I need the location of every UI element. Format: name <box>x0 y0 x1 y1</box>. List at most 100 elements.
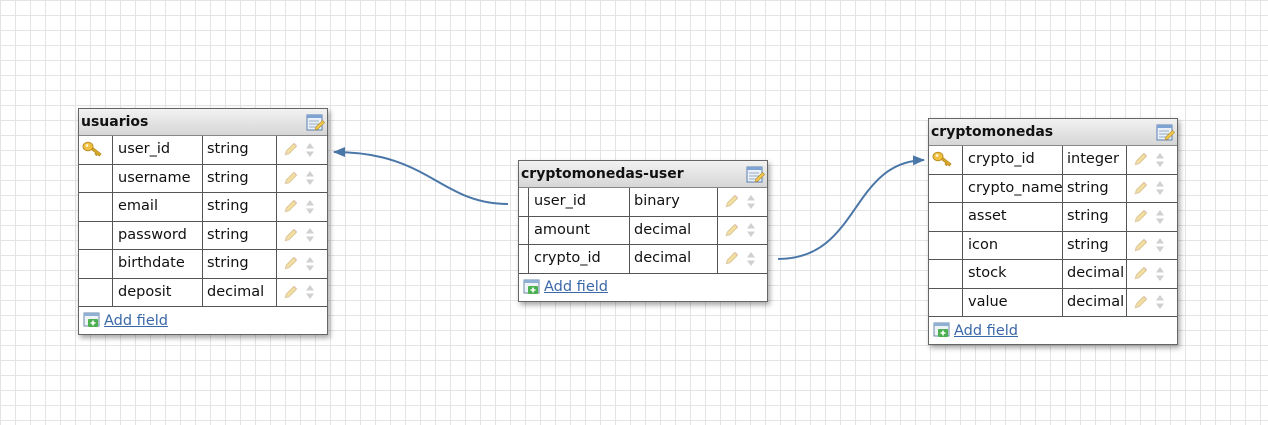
field-type[interactable]: decimal <box>630 245 718 273</box>
pencil-icon[interactable] <box>282 141 299 158</box>
key-cell <box>929 288 963 316</box>
field-name[interactable]: birthdate <box>113 250 203 278</box>
field-type[interactable]: decimal <box>1063 260 1127 288</box>
field-type[interactable]: string <box>203 193 277 221</box>
move-up-down-icon[interactable] <box>1155 209 1165 225</box>
pencil-icon[interactable] <box>1132 208 1149 225</box>
edit-table-icon[interactable] <box>746 165 765 184</box>
field-name[interactable]: icon <box>963 231 1063 259</box>
field-name[interactable]: crypto_name <box>963 174 1063 202</box>
field-name[interactable]: user_id <box>113 136 203 164</box>
field-type[interactable]: binary <box>630 188 718 216</box>
table-header[interactable]: cryptomonedas <box>929 119 1177 146</box>
move-up-down-icon[interactable] <box>305 199 315 215</box>
add-field-link[interactable]: Add field <box>544 279 608 295</box>
pencil-icon[interactable] <box>282 284 299 301</box>
pencil-icon[interactable] <box>282 198 299 215</box>
field-name[interactable]: stock <box>963 260 1063 288</box>
move-up-down-icon[interactable] <box>1155 266 1165 282</box>
pencil-icon[interactable] <box>1132 180 1149 197</box>
pencil-icon[interactable] <box>723 222 740 239</box>
move-up-down-icon[interactable] <box>746 251 756 267</box>
field-type[interactable]: string <box>203 250 277 278</box>
field-type[interactable]: string <box>1063 231 1127 259</box>
add-field-icon[interactable] <box>523 279 542 296</box>
move-up-down-icon[interactable] <box>746 194 756 210</box>
move-up-down-icon[interactable] <box>1155 294 1165 310</box>
field-type[interactable]: string <box>1063 174 1127 202</box>
field-actions <box>1127 146 1177 174</box>
field-name[interactable]: asset <box>963 203 1063 231</box>
edit-table-icon[interactable] <box>1156 123 1175 142</box>
field-name[interactable]: username <box>113 164 203 192</box>
field-type[interactable]: decimal <box>1063 288 1127 316</box>
add-field-icon[interactable] <box>83 312 102 329</box>
field-name[interactable]: amount <box>529 216 630 244</box>
field-type[interactable]: integer <box>1063 146 1127 174</box>
move-up-down-icon[interactable] <box>1155 180 1165 196</box>
field-type[interactable]: string <box>203 164 277 192</box>
key-cell <box>79 193 113 221</box>
pencil-icon[interactable] <box>1132 151 1149 168</box>
field-type[interactable]: string <box>1063 203 1127 231</box>
add-field-icon[interactable] <box>933 322 952 339</box>
move-up-down-icon[interactable] <box>305 170 315 186</box>
field-actions <box>277 279 327 307</box>
field-actions <box>277 136 327 164</box>
field-name[interactable]: email <box>113 193 203 221</box>
link-user-to-usuarios <box>333 147 509 205</box>
field-name[interactable]: crypto_id <box>963 146 1063 174</box>
edit-table-icon[interactable] <box>306 113 325 132</box>
move-up-down-icon[interactable] <box>305 227 315 243</box>
pencil-icon[interactable] <box>1132 294 1149 311</box>
field-type[interactable]: string <box>203 136 277 164</box>
move-up-down-icon[interactable] <box>746 222 756 238</box>
table-header[interactable]: cryptomonedas-user <box>519 161 767 188</box>
move-up-down-icon[interactable] <box>305 142 315 158</box>
move-up-down-icon[interactable] <box>305 284 315 300</box>
add-field-link[interactable]: Add field <box>954 322 1018 339</box>
field-name[interactable]: deposit <box>113 278 203 306</box>
field-name[interactable]: user_id <box>529 188 630 216</box>
field-name[interactable]: password <box>113 221 203 249</box>
add-field-row: Add field <box>79 307 327 334</box>
pencil-icon[interactable] <box>723 193 740 210</box>
field-name[interactable]: crypto_id <box>529 245 630 273</box>
field-name[interactable]: value <box>963 288 1063 316</box>
move-up-down-icon[interactable] <box>1155 152 1165 168</box>
pencil-icon[interactable] <box>282 227 299 244</box>
field-type[interactable]: decimal <box>630 216 718 244</box>
pencil-icon[interactable] <box>1132 265 1149 282</box>
move-up-down-icon[interactable] <box>1155 237 1165 253</box>
pencil-icon[interactable] <box>723 250 740 267</box>
field-type[interactable]: string <box>203 221 277 249</box>
field-type[interactable]: decimal <box>203 278 277 306</box>
pencil-icon[interactable] <box>1132 237 1149 254</box>
pencil-icon[interactable] <box>282 255 299 272</box>
table-header[interactable]: usuarios <box>79 109 327 136</box>
primary-key-icon <box>82 141 102 157</box>
pencil-icon[interactable] <box>282 170 299 187</box>
add-field-link[interactable]: Add field <box>104 312 168 329</box>
key-cell <box>79 136 113 164</box>
move-up-down-icon[interactable] <box>305 256 315 272</box>
